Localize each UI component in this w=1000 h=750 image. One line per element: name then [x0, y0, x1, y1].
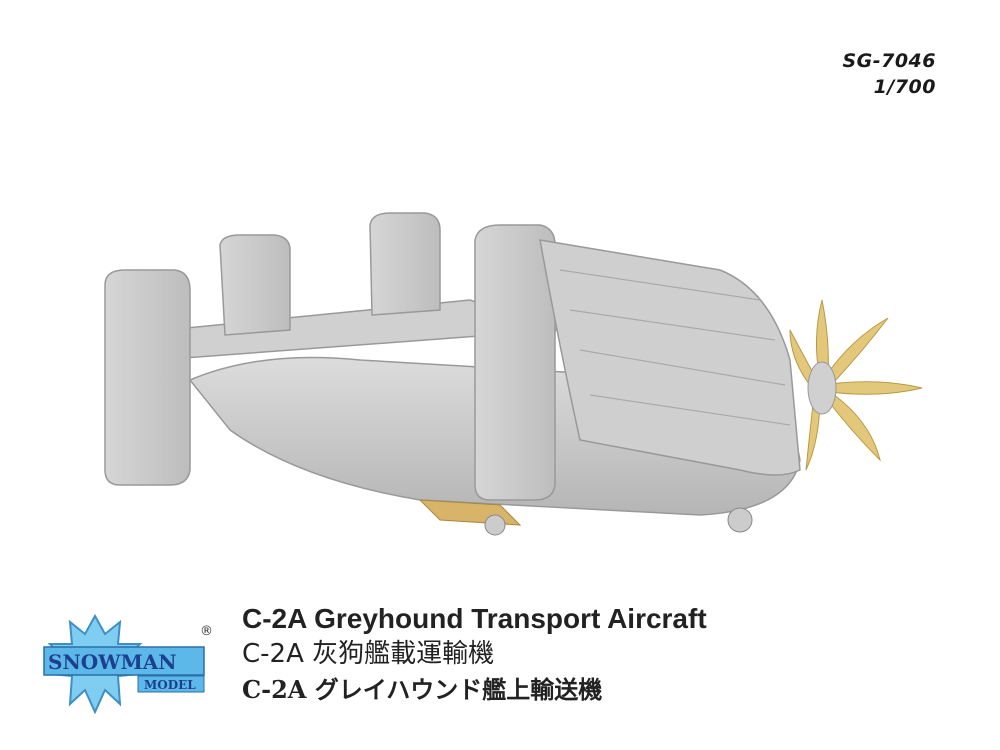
registered-mark: ®: [200, 624, 213, 639]
propeller: [789, 299, 923, 471]
aircraft-model-render: [104, 212, 923, 536]
snowman-model-logo: SNOWMAN MODEL: [43, 614, 205, 714]
product-code-block: SG-7046 1/700: [842, 48, 936, 100]
title-chinese: C-2A 灰狗艦載運輸機: [242, 639, 495, 669]
product-scale: 1/700: [873, 76, 936, 98]
tail-fin-2: [219, 234, 291, 336]
brand-sub: MODEL: [144, 678, 196, 692]
product-titles: C-2A Greyhound Transport Aircraft C-2A 灰…: [242, 602, 707, 708]
propeller-hub: [807, 361, 837, 415]
title-english: C-2A Greyhound Transport Aircraft: [242, 603, 707, 634]
product-code: SG-7046: [842, 50, 936, 72]
wheel: [727, 507, 753, 533]
tail-fin-4: [474, 224, 556, 501]
wheel: [484, 514, 506, 536]
tail-fin-3: [369, 212, 441, 316]
brand-name: SNOWMAN: [48, 650, 177, 674]
tail-fin-1: [104, 269, 191, 486]
title-japanese: C-2A グレイハウンド艦上輸送機: [242, 675, 603, 704]
